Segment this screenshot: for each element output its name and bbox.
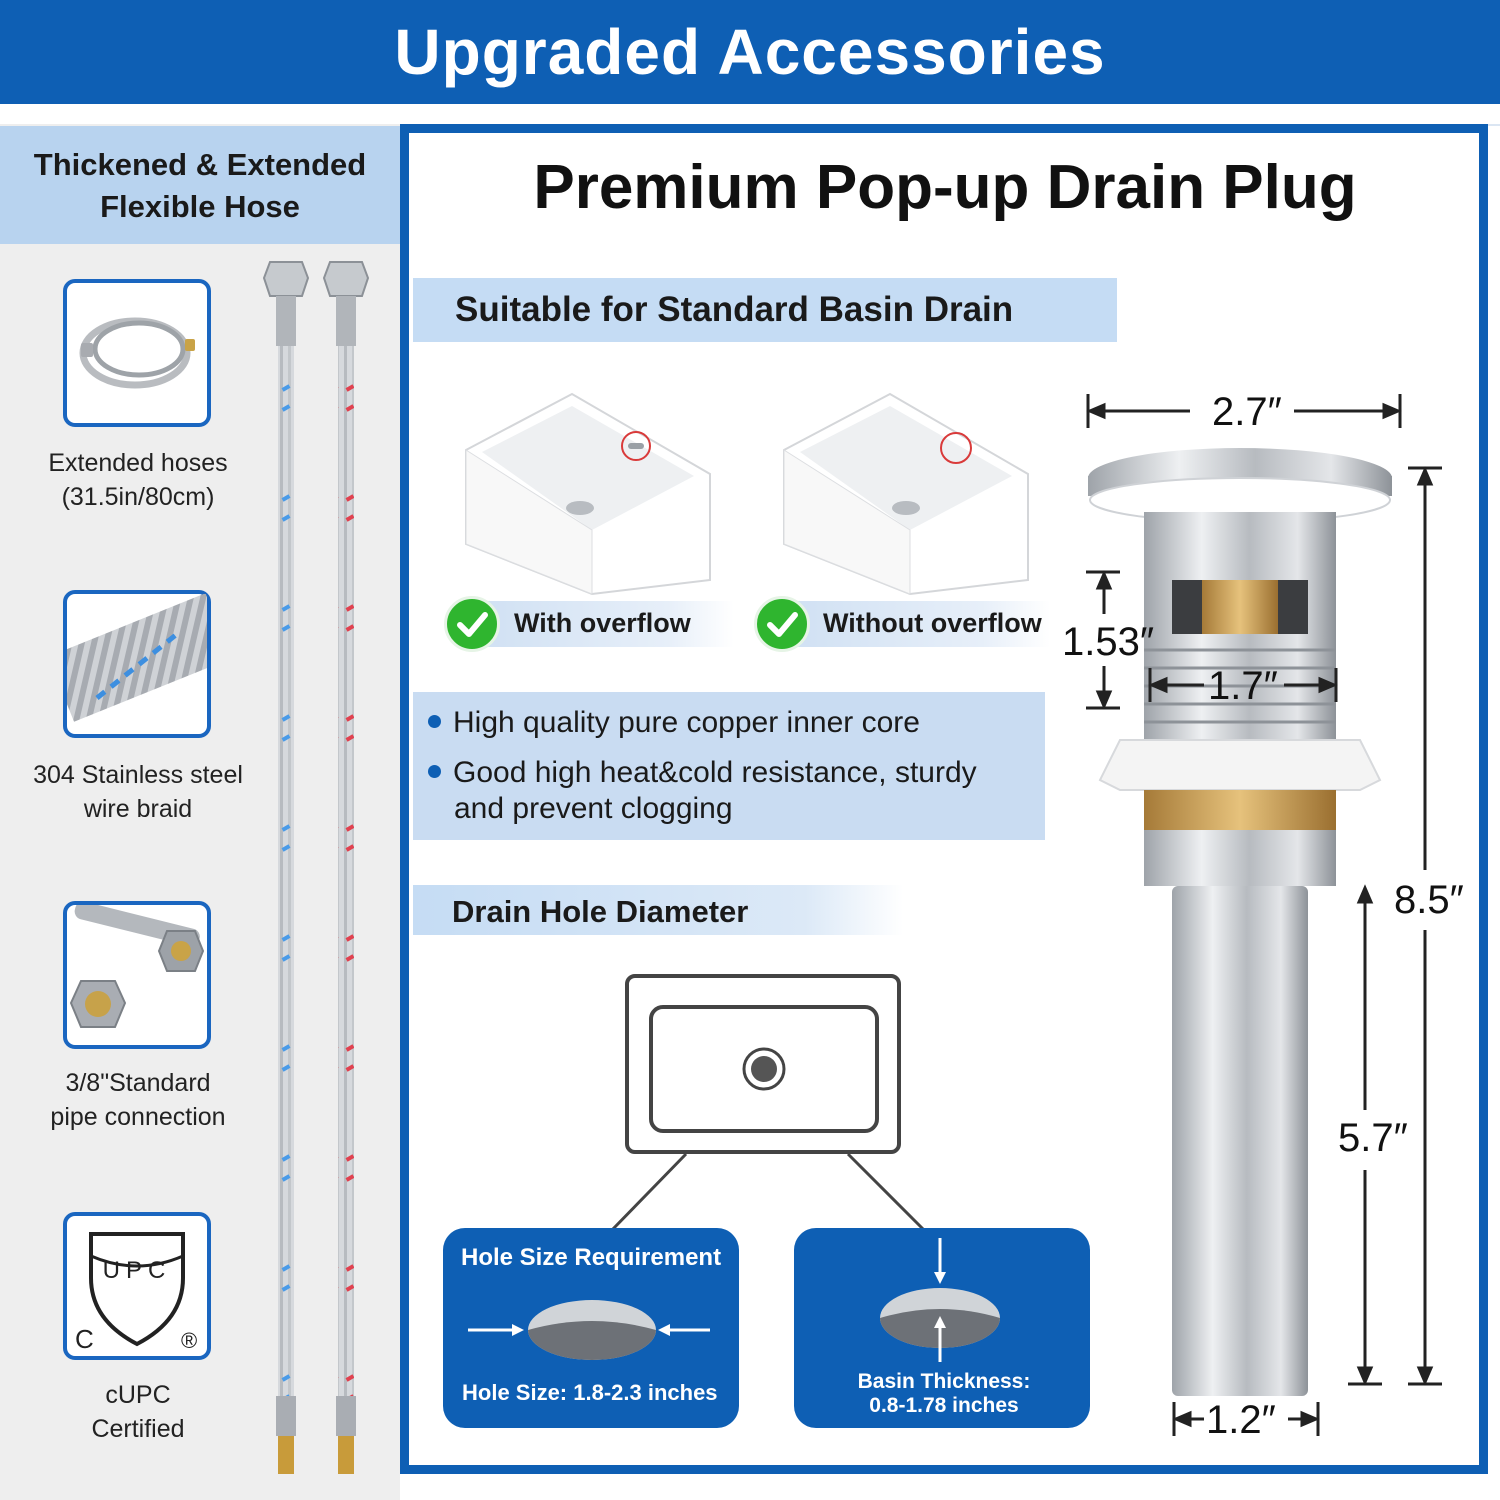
cupc-c: C [75,1324,94,1354]
hose-panel-heading: Thickened & Extended Flexible Hose [0,144,400,228]
hose-heading-line1: Thickened & Extended [33,147,367,182]
total-height-label: 8.5″ [1394,878,1464,922]
feature-item: High quality pure copper inner core [428,705,920,741]
braided-hose-icon [47,593,232,722]
hole-size-diagram [468,1300,710,1360]
flexible-hoses-image [262,261,370,1474]
hole-size-text: Hole Size: 1.8-2.3 inches [462,1380,718,1405]
basin-without-overflow-image [783,392,1029,596]
cupc-caption: cUPC Certified [91,1381,185,1443]
cupc-letters: UPC [103,1257,172,1284]
basin-thickness-text: Basin Thickness: 0.8-1.78 inches [857,1370,1031,1417]
drain-plug-image [1088,448,1392,1396]
header-banner [0,0,1500,104]
wire-braid-caption: 304 Stainless steel wire braid [33,761,243,823]
cupc-shield-icon: UPC C ® [75,1232,197,1354]
thread-width-label: 1.7″ [1208,664,1278,708]
hose-heading-line2: Flexible Hose [100,189,300,224]
bullet-icon [428,715,441,728]
wire-braid-thumb [47,590,232,738]
cupc-reg: ® [181,1328,197,1353]
with-overflow-band [470,601,734,647]
bullet-icon [428,765,441,778]
basin-with-overflow-image [465,392,711,596]
subheading: Suitable for Standard Basin Drain [455,290,1014,329]
drain-hole-heading: Drain Hole Diameter [452,894,749,929]
hose-connector-icon [69,901,205,1028]
drain-hole-band [413,885,903,935]
subheading-band [413,278,1117,342]
coiled-hose-icon [79,317,195,389]
dimension-lines [1086,394,1442,1436]
pipe-connection-caption: 3/8"Standard pipe connection [50,1069,226,1131]
feature-item-continued: and prevent clogging [454,792,733,825]
extended-hoses-thumb [63,279,211,427]
banner-divider [0,104,1500,126]
page-title: Upgraded Accessories [394,16,1106,88]
cap-width-label: 2.7″ [1212,390,1282,434]
hose-panel-header [0,126,400,244]
without-overflow-band [780,601,1050,647]
pipe-connection-thumb [63,901,211,1049]
drain-plug-title: Premium Pop-up Drain Plug [533,153,1357,222]
tail-width-label: 1.2″ [1206,1398,1276,1442]
hole-size-title: Hole Size Requirement [461,1244,722,1271]
feature-item: Good high heat&cold resistance, sturdy [428,755,977,791]
tail-height-label: 5.7″ [1338,1116,1408,1160]
check-icon [754,596,810,652]
body-height-label: 1.53″ [1062,620,1155,664]
check-icon [444,596,500,652]
basin-top-view-diagram [610,974,926,1232]
extended-hoses-caption: Extended hoses (31.5in/80cm) [48,449,228,511]
cupc-thumb: UPC C ® [63,1212,211,1360]
without-overflow-label: Without overflow [823,608,1042,638]
with-overflow-label: With overflow [514,608,691,638]
basin-thickness-diagram [880,1238,1000,1362]
features-band [413,692,1045,840]
